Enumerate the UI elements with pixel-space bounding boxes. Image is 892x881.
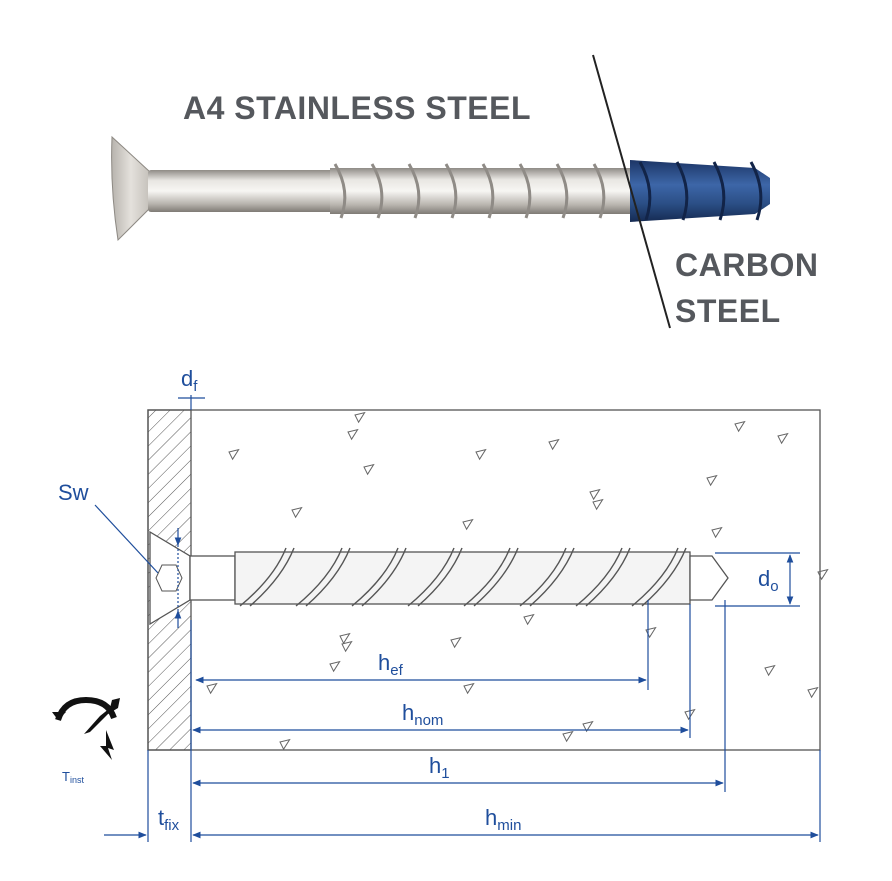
thread-ridge	[444, 163, 458, 219]
aggregate-stone	[764, 664, 776, 677]
diagram-screw-tip	[689, 555, 729, 601]
sw-label: Sw	[58, 480, 89, 505]
aggregate-stone	[592, 498, 604, 511]
thread-ridge	[351, 547, 399, 607]
aggregate-stone	[475, 448, 487, 461]
h1-label: h1	[429, 753, 450, 782]
thread-ridge	[519, 547, 567, 607]
thread-ridge	[585, 547, 631, 607]
carbon-steel-tip	[630, 160, 770, 222]
aggregate-stone	[363, 463, 375, 476]
tfix-label: tfix	[158, 805, 180, 834]
aggregate-stone	[341, 640, 353, 653]
dimension-lines	[94, 395, 821, 842]
thread-ridge	[555, 163, 569, 219]
thread-ridge	[473, 547, 519, 607]
thread-ridge	[675, 161, 689, 221]
label-carbon-steel: CARBON STEEL	[675, 242, 818, 334]
aggregate-stone	[291, 506, 303, 519]
screw-photo	[111, 54, 770, 329]
aggregate-stone	[206, 682, 218, 695]
thread-ridge	[249, 547, 295, 607]
tinst-label: Tinst	[62, 769, 84, 785]
diagram-thread-body	[234, 551, 691, 605]
thread-ridge	[463, 547, 511, 607]
aggregate-stone	[706, 474, 718, 487]
thread-ridge	[407, 547, 455, 607]
thread-ridge	[712, 161, 726, 221]
df-label: df	[181, 366, 198, 395]
thread-ridge	[575, 547, 623, 607]
diagram-threads	[239, 547, 687, 607]
thread-ridge	[481, 163, 495, 219]
aggregate-stone	[347, 428, 359, 441]
label-carbon-line2: STEEL	[675, 293, 781, 329]
screw-shank	[148, 170, 338, 212]
aggregate-stone	[463, 682, 475, 695]
aggregate-stone	[548, 438, 560, 451]
aggregate-stone	[777, 432, 789, 445]
material-divider-line	[592, 54, 671, 329]
label-a4-stainless-steel: A4 STAINLESS STEEL	[183, 90, 532, 126]
aggregate-stone	[228, 448, 240, 461]
diagram-shank	[189, 555, 236, 601]
thread-ridge	[749, 161, 763, 221]
aggregate-stone	[807, 686, 819, 699]
aggregate-stone	[339, 632, 351, 645]
hef-label: hef	[378, 650, 404, 679]
label-carbon-line1: CARBON	[675, 247, 819, 283]
aggregate-stone	[734, 420, 746, 433]
thread-ridge	[239, 547, 287, 607]
aggregate-stone	[329, 660, 341, 673]
aggregate-stone	[817, 568, 829, 581]
aggregate-stone	[354, 411, 366, 424]
aggregate-stone	[711, 526, 723, 539]
thread-ridge	[638, 161, 652, 221]
thread-ridge	[631, 547, 679, 607]
aggregate-stone	[462, 518, 474, 531]
diagram-socket-icon	[155, 564, 183, 592]
hmin-label: hmin	[485, 805, 521, 834]
thread-ridge	[518, 163, 532, 219]
aggregate-stone	[523, 613, 535, 626]
thread-ridge	[295, 547, 343, 607]
d0-label: do	[758, 566, 779, 595]
thread-ridge	[529, 547, 575, 607]
aggregate-stone	[450, 636, 462, 649]
stainless-threads	[333, 163, 606, 219]
thread-ridge	[305, 547, 351, 607]
diagram-screw	[149, 530, 729, 626]
thread-ridge	[407, 163, 421, 219]
carbon-threads	[638, 161, 763, 221]
thread-ridge	[417, 547, 463, 607]
hnom-label: hnom	[402, 700, 443, 729]
aggregate-stone	[589, 488, 601, 501]
thread-ridge	[370, 163, 384, 219]
thread-ridge	[592, 163, 606, 219]
torque-wrench-icon	[52, 696, 120, 760]
thread-ridge	[333, 163, 347, 219]
aggregate-stone	[279, 738, 291, 751]
thread-ridge	[361, 547, 407, 607]
screw-head	[111, 135, 151, 242]
